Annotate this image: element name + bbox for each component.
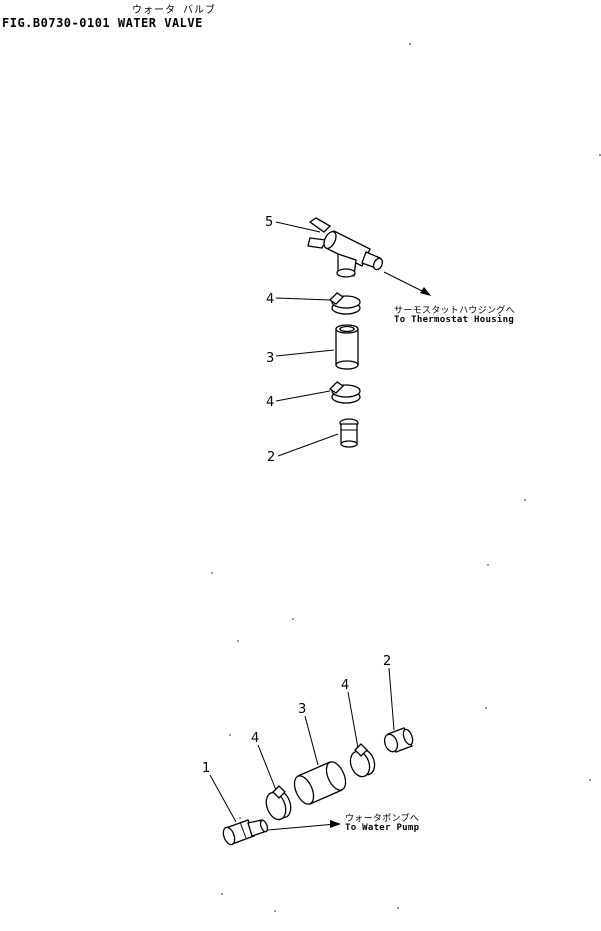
callout-5: 5	[265, 215, 273, 230]
upper-hose-clamp-top	[328, 292, 361, 315]
arrow-to-thermostat	[383, 271, 431, 296]
thermostat-note-en: To Thermostat Housing	[394, 315, 515, 325]
water-pump-note-en: To Water Pump	[345, 823, 420, 833]
lower-elbow-fitting	[222, 819, 269, 846]
leader-line-1	[209, 774, 237, 823]
lower-hose	[293, 761, 347, 805]
leader-line-4b	[275, 390, 331, 402]
upper-water-valve	[307, 217, 384, 278]
leader-line-3b	[304, 715, 319, 766]
figure-title: FIG.B0730-0101 WATER VALVE	[2, 16, 203, 30]
arrow-to-water-pump	[267, 820, 341, 831]
upper-fitting	[339, 418, 359, 448]
upper-hose-clamp-bottom	[328, 381, 361, 404]
callout-4-upper: 4	[266, 292, 274, 307]
lower-fitting	[383, 727, 414, 753]
callout-2-upper: 2	[267, 450, 275, 465]
leader-line-5	[275, 221, 321, 233]
leader-line-2b	[388, 667, 395, 731]
leader-line-2a	[277, 433, 339, 457]
leader-line-4a	[275, 297, 331, 301]
leader-line-4d	[347, 691, 359, 749]
upper-hose	[335, 324, 359, 370]
scan-noise	[211, 43, 601, 912]
leader-line-4c	[257, 744, 277, 791]
lower-hose-clamp-right	[349, 743, 376, 778]
water-pump-note-jp: ウォータポンプへ	[345, 814, 420, 824]
callout-4-lower-2: 4	[341, 678, 349, 693]
leader-line-3a	[275, 349, 335, 357]
title-japanese: ウォータ バルブ	[132, 5, 217, 16]
callout-4-upper-2: 4	[266, 395, 274, 410]
callout-4-lower: 4	[251, 731, 259, 746]
callout-2-lower: 2	[383, 654, 391, 669]
callout-3-upper: 3	[266, 351, 274, 366]
thermostat-note-jp: サーモスタットハウジングへ	[394, 306, 515, 316]
lower-hose-clamp-left	[265, 785, 292, 821]
callout-1: 1	[202, 761, 210, 776]
callout-3-lower: 3	[298, 702, 306, 717]
